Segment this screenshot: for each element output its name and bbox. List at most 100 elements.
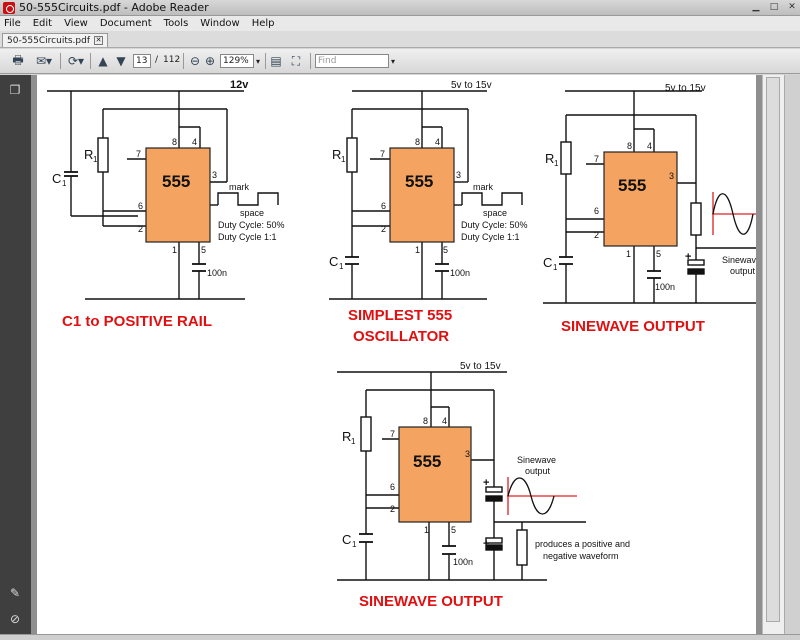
svg-text:+: + [685, 251, 691, 263]
find-input[interactable]: Find [315, 54, 389, 68]
svg-text:3: 3 [212, 170, 217, 180]
comments-icon[interactable]: ✎ [9, 586, 21, 600]
circuit-diagrams: 12v 555 R 1 C 1 7 6 2 8 4 3 1 5 mark spa… [47, 79, 756, 610]
zoom-dropdown-icon[interactable]: ▾ [255, 56, 260, 66]
svg-text:2: 2 [594, 230, 599, 240]
email-icon[interactable]: ✉▾ [35, 54, 53, 68]
single-page-icon[interactable]: ▤ [270, 54, 282, 68]
menu-help[interactable]: Help [251, 18, 275, 29]
ic-555-c4 [398, 426, 472, 523]
svg-text:100n: 100n [207, 268, 227, 278]
svg-text:5v to 15v: 5v to 15v [665, 83, 706, 94]
svg-text:space: space [483, 208, 507, 218]
svg-text:C: C [52, 171, 61, 186]
svg-text:6: 6 [390, 482, 395, 492]
svg-text:R: R [332, 147, 341, 162]
find-dropdown-icon[interactable]: ▾ [390, 56, 395, 66]
svg-text:Duty Cycle: 50%: Duty Cycle: 50% [461, 220, 528, 230]
svg-text:C: C [543, 255, 552, 270]
page-number-input[interactable]: 13 [133, 54, 151, 68]
svg-text:SIMPLEST 555: SIMPLEST 555 [348, 307, 452, 324]
resistor-out-c3 [690, 202, 702, 236]
svg-text:1: 1 [424, 525, 429, 535]
svg-text:1: 1 [62, 179, 67, 188]
resistor-r1-c2 [346, 137, 358, 173]
menu-edit[interactable]: Edit [32, 18, 53, 29]
ic-555-c3 [603, 151, 678, 247]
svg-text:7: 7 [136, 149, 141, 159]
svg-text:Duty Cycle: 50%: Duty Cycle: 50% [218, 220, 285, 230]
page-total: 112 [163, 55, 181, 65]
svg-text:100n: 100n [450, 268, 470, 278]
menu-file[interactable]: File [4, 18, 21, 29]
svg-text:1: 1 [341, 155, 346, 164]
next-page-icon[interactable]: ▼ [116, 54, 126, 68]
svg-text:5v to 15v: 5v to 15v [460, 361, 501, 372]
svg-text:2: 2 [138, 224, 143, 234]
svg-text:mark: mark [229, 182, 249, 192]
maximize-icon[interactable]: □ [769, 2, 779, 12]
zoom-in-icon[interactable]: ⊕ [204, 54, 216, 68]
svg-text:C: C [342, 532, 351, 547]
svg-text:555: 555 [413, 452, 441, 471]
menu-view[interactable]: View [64, 18, 88, 29]
svg-text:1: 1 [93, 155, 98, 164]
svg-text:output: output [525, 466, 551, 476]
svg-text:R: R [342, 429, 351, 444]
zoom-out-icon[interactable]: ⊖ [189, 54, 201, 68]
svg-text:2: 2 [381, 224, 386, 234]
svg-text:3: 3 [465, 449, 470, 459]
document-viewer[interactable]: 12v 555 R 1 C 1 7 6 2 8 4 3 1 5 mark spa… [31, 75, 762, 634]
minimize-icon[interactable]: ▁ [752, 2, 760, 12]
svg-text:7: 7 [594, 154, 599, 164]
pdf-page: 12v 555 R 1 C 1 7 6 2 8 4 3 1 5 mark spa… [37, 75, 756, 634]
ic-555-c1 [145, 147, 211, 243]
menu-bar: File Edit View Document Tools Window Hel… [0, 16, 800, 31]
pages-panel-icon[interactable]: ❐ [9, 83, 21, 97]
tab-bar: 50-555Circuits.pdf ✕ [0, 31, 800, 48]
svg-text:Duty Cycle 1:1: Duty Cycle 1:1 [218, 232, 277, 242]
svg-text:SINEWAVE OUTPUT: SINEWAVE OUTPUT [561, 318, 705, 335]
ic-555-c2 [389, 147, 455, 243]
svg-text:1: 1 [554, 159, 559, 168]
svg-text:OSCILLATOR: OSCILLATOR [353, 328, 449, 345]
zoom-input[interactable]: 129% [220, 54, 254, 68]
svg-text:1: 1 [339, 262, 344, 271]
svg-text:555: 555 [162, 172, 190, 191]
svg-text:100n: 100n [655, 282, 675, 292]
resistor-out-c4 [516, 529, 528, 566]
svg-text:C1 to POSITIVE RAIL: C1 to POSITIVE RAIL [62, 313, 212, 330]
svg-text:4: 4 [435, 137, 440, 147]
svg-text:mark: mark [473, 182, 493, 192]
svg-text:4: 4 [442, 416, 447, 426]
collaborate-icon[interactable]: ⟳▾ [67, 54, 85, 68]
menu-document[interactable]: Document [99, 18, 152, 29]
scrollbar-thumb[interactable] [766, 77, 780, 622]
print-icon[interactable]: 🖶 [12, 52, 24, 67]
window-title: 50-555Circuits.pdf - Adobe Reader [19, 1, 209, 14]
svg-text:5v to 15v: 5v to 15v [451, 80, 492, 91]
svg-text:1: 1 [352, 540, 357, 549]
page-separator: / [155, 55, 159, 65]
svg-text:3: 3 [456, 170, 461, 180]
navigation-pane: ❐ ✎ ⊘ [0, 75, 31, 634]
svg-text:6: 6 [594, 206, 599, 216]
previous-page-icon[interactable]: ▲ [98, 54, 108, 68]
title-bar: 50-555Circuits.pdf - Adobe Reader ▁ □ ✕ [0, 0, 800, 16]
svg-text:6: 6 [381, 201, 386, 211]
menu-window[interactable]: Window [200, 18, 240, 29]
document-tab[interactable]: 50-555Circuits.pdf ✕ [2, 33, 108, 47]
svg-text:SINEWAVE OUTPUT: SINEWAVE OUTPUT [359, 593, 503, 610]
svg-text:1: 1 [626, 249, 631, 259]
svg-text:3: 3 [669, 171, 674, 181]
svg-text:8: 8 [172, 137, 177, 147]
tab-close-icon[interactable]: ✕ [94, 36, 103, 45]
attachments-icon[interactable]: ⊘ [9, 612, 21, 626]
resistor-r1-c1 [97, 137, 109, 173]
right-panel-strip [784, 75, 800, 634]
fit-page-icon[interactable]: ⛶ [291, 53, 301, 68]
close-icon[interactable]: ✕ [788, 2, 796, 12]
svg-text:Duty Cycle 1:1: Duty Cycle 1:1 [461, 232, 520, 242]
svg-text:8: 8 [627, 141, 632, 151]
menu-tools[interactable]: Tools [163, 18, 189, 29]
